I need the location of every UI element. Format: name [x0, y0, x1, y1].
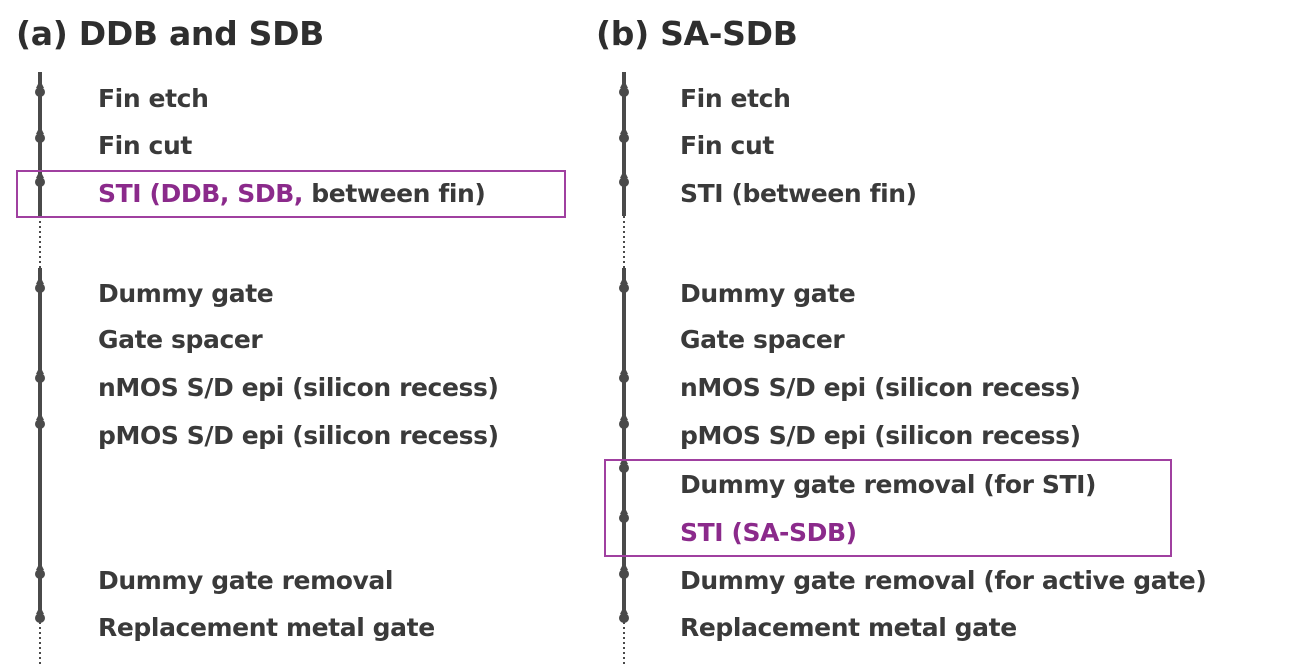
timeline-node [620, 126, 628, 134]
step-sti-ddb-sdb: STI (DDB, SDB, between fin) [98, 178, 486, 210]
step-dummy-gate-removal: Dummy gate removal [98, 566, 394, 595]
step-fin-cut: Fin cut [680, 131, 774, 160]
timeline-node [36, 412, 44, 420]
step-pmos-epi: pMOS S/D epi (silicon recess) [680, 421, 1081, 450]
timeline-node [620, 506, 628, 514]
timeline-node [35, 133, 45, 143]
highlight-box-sti [16, 170, 566, 218]
timeline-node [35, 87, 45, 97]
panel-b-timeline [619, 72, 629, 664]
timeline-node [35, 373, 45, 383]
timeline-node [35, 419, 45, 429]
timeline-node [620, 412, 628, 420]
step-fin-etch: Fin etch [98, 84, 209, 113]
timeline-node [36, 80, 44, 88]
timeline-node [619, 569, 629, 579]
timeline-node [619, 283, 629, 293]
panel-a-timeline [35, 72, 45, 664]
timeline-node [619, 87, 629, 97]
timeline-node [36, 276, 44, 284]
step-gate-spacer: Gate spacer [98, 325, 263, 354]
timeline-node [35, 613, 45, 623]
step-sti-highlight-text: STI (DDB, SDB, [98, 179, 303, 208]
timeline-node [36, 170, 44, 178]
panel-a-title: (a) DDB and SDB [16, 14, 325, 53]
step-gate-spacer: Gate spacer [680, 325, 845, 354]
step-sti-between-fin: STI (between fin) [680, 179, 917, 208]
step-dummy-gate: Dummy gate [680, 279, 856, 308]
timeline-node [619, 613, 629, 623]
timeline-node [35, 283, 45, 293]
step-nmos-epi: nMOS S/D epi (silicon recess) [680, 373, 1081, 402]
timeline-node [619, 373, 629, 383]
step-replacement-metal-gate: Replacement metal gate [680, 613, 1017, 642]
step-nmos-epi: nMOS S/D epi (silicon recess) [98, 373, 499, 402]
timeline-node [36, 562, 44, 570]
timeline-node [619, 463, 629, 473]
timeline-node [36, 126, 44, 134]
timeline-node [35, 177, 45, 187]
timeline-node [36, 366, 44, 374]
timeline-node [620, 170, 628, 178]
timeline-node [619, 513, 629, 523]
highlight-box-sa-sdb [604, 459, 1172, 557]
timeline-node [620, 606, 628, 614]
step-sti-rest-text: between fin) [302, 179, 486, 208]
timeline-node [620, 276, 628, 284]
panel-sa-sdb: (b) SA-SDB Fin etch Fin cut STI (between… [590, 0, 1292, 667]
timeline-node [619, 419, 629, 429]
step-dummy-gate-removal-active: Dummy gate removal (for active gate) [680, 566, 1207, 595]
panel-b-title: (b) SA-SDB [596, 14, 798, 53]
step-dummy-gate: Dummy gate [98, 279, 274, 308]
step-pmos-epi: pMOS S/D epi (silicon recess) [98, 421, 499, 450]
timeline-node [36, 606, 44, 614]
timeline-node [619, 177, 629, 187]
panel-ddb-sdb: (a) DDB and SDB Fin etch Fin cut STI (DD… [0, 0, 590, 667]
step-fin-cut: Fin cut [98, 131, 192, 160]
step-replacement-metal-gate: Replacement metal gate [98, 613, 435, 642]
timeline-node [620, 562, 628, 570]
timeline-node [619, 133, 629, 143]
step-fin-etch: Fin etch [680, 84, 791, 113]
step-sti-sa-sdb: STI (SA-SDB) [680, 518, 857, 547]
timeline-node [35, 569, 45, 579]
step-dummy-gate-removal-sti: Dummy gate removal (for STI) [680, 470, 1097, 499]
timeline-node [620, 366, 628, 374]
timeline-node [620, 80, 628, 88]
